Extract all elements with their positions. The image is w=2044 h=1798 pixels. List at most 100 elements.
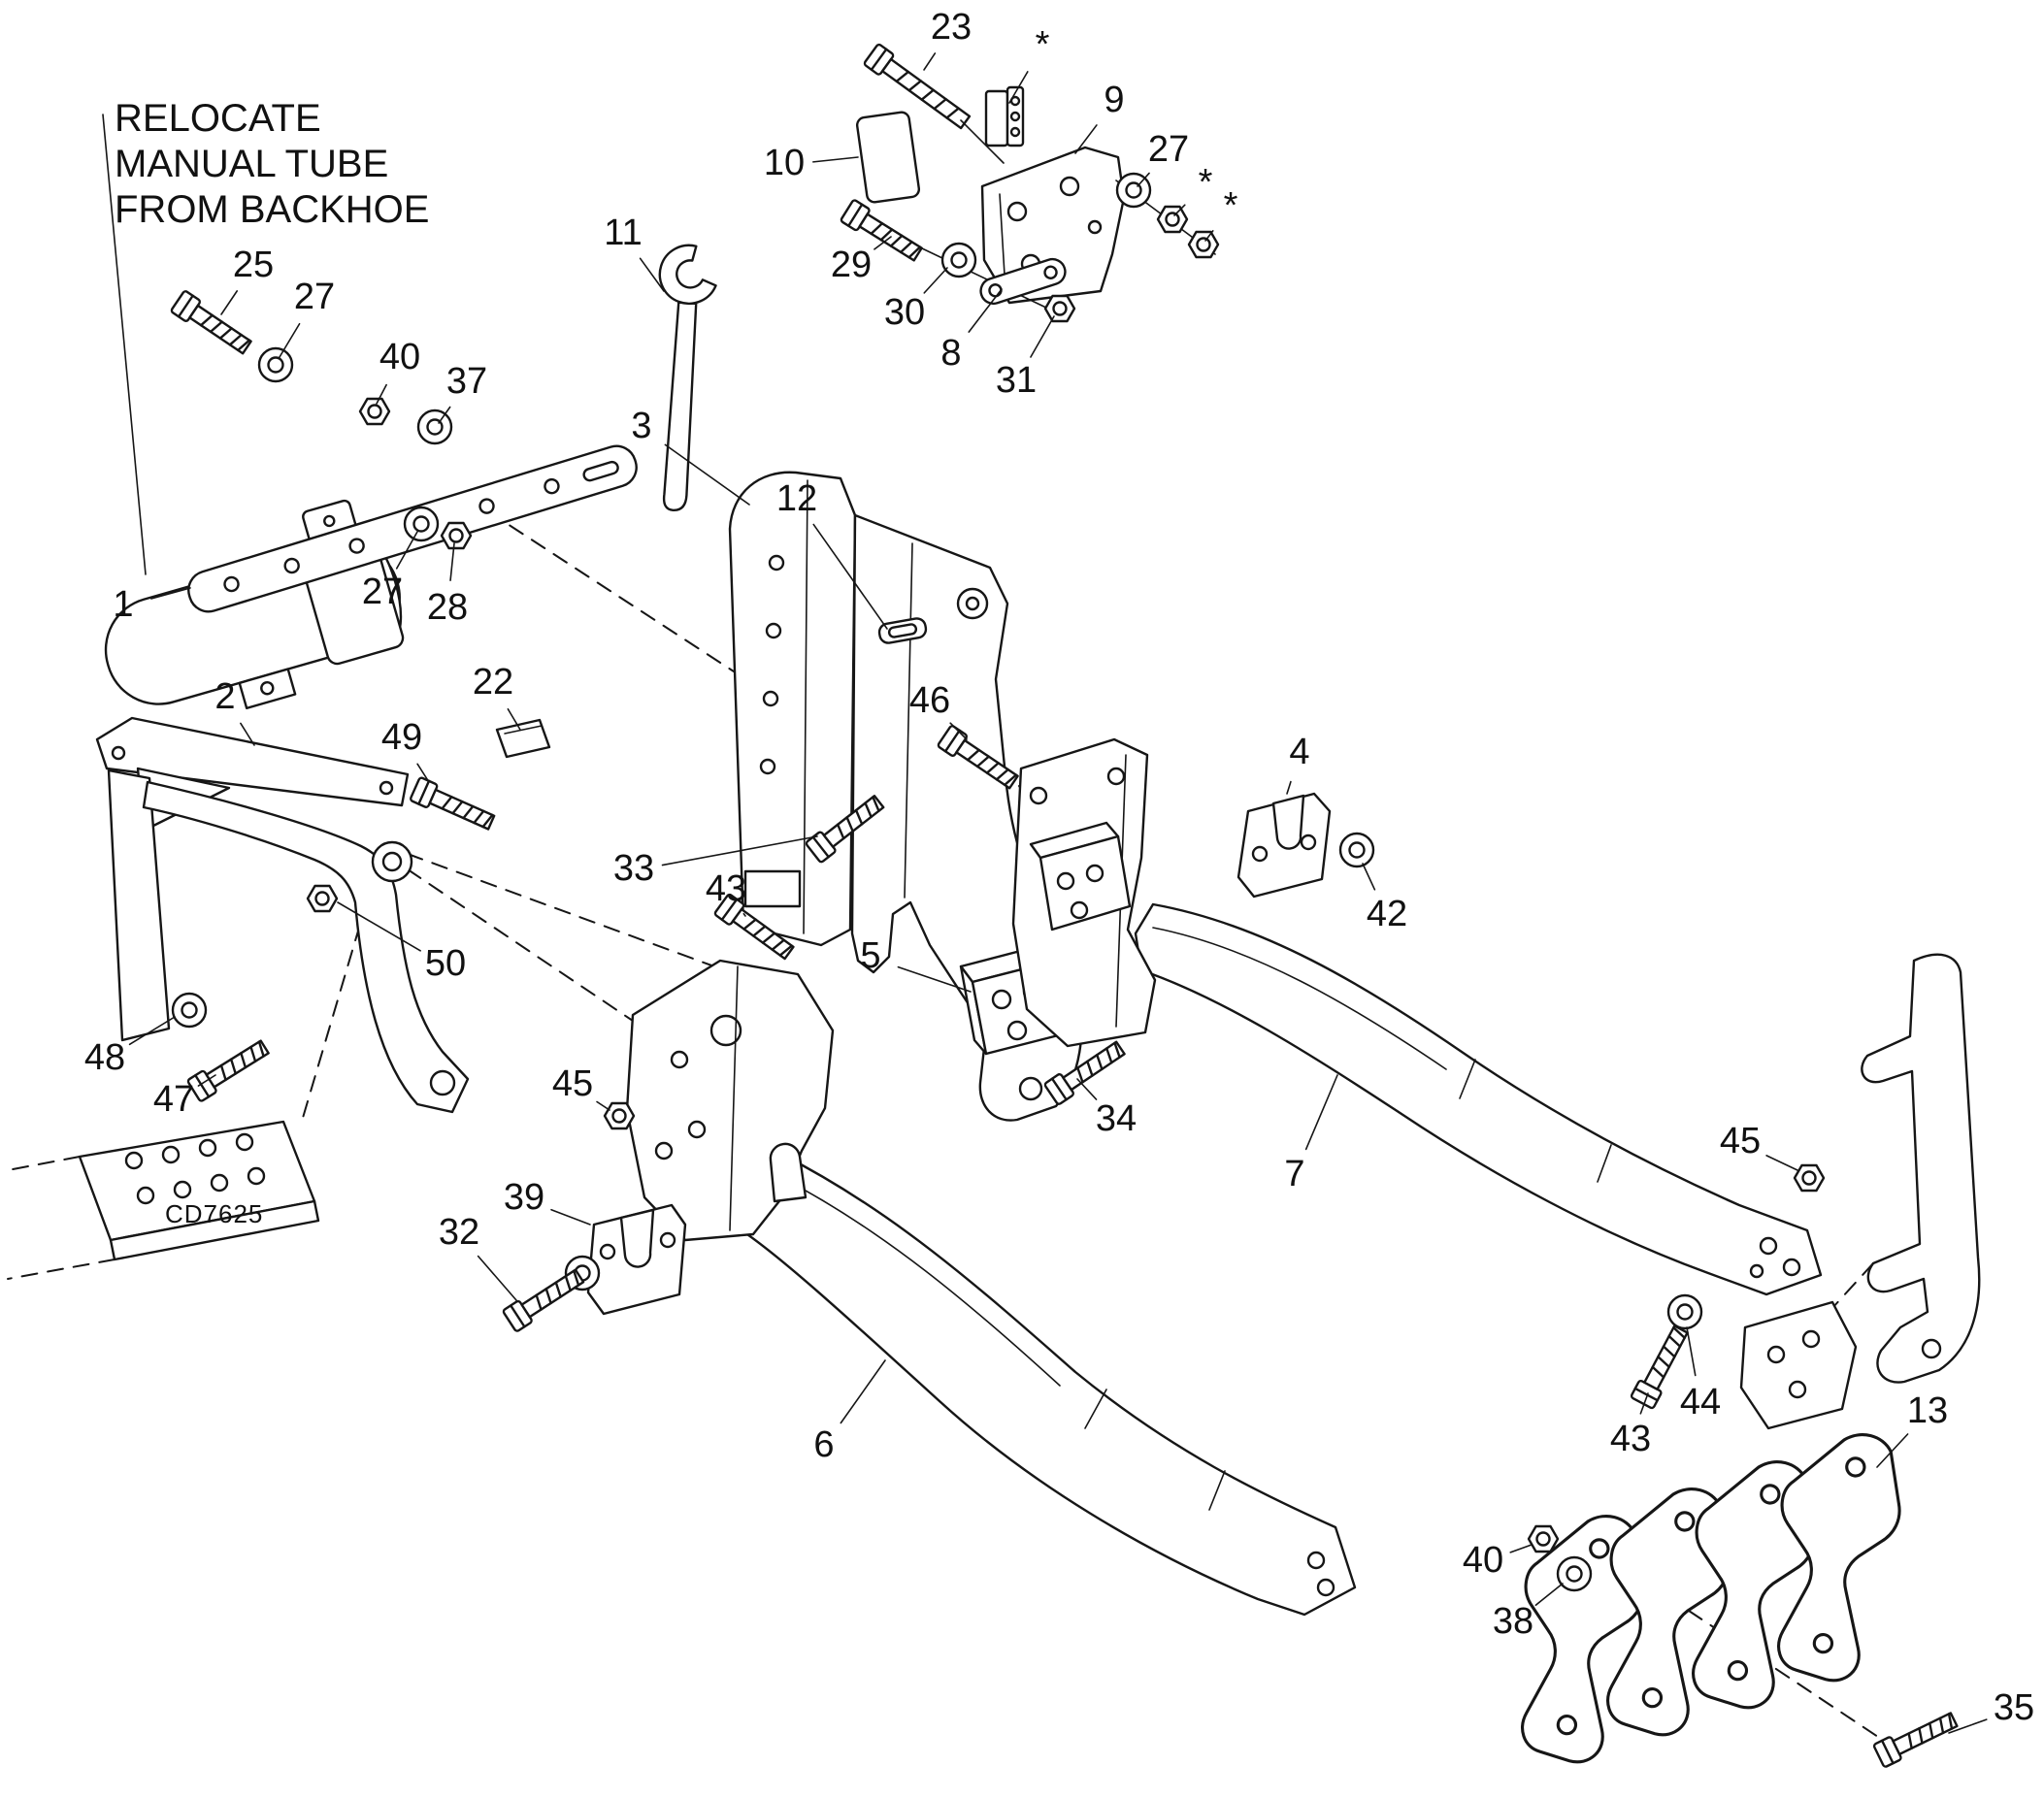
nut-50	[306, 884, 339, 913]
callout-6: 6	[813, 1424, 834, 1465]
washer-27-strap	[403, 506, 440, 542]
wrench-11	[658, 244, 717, 511]
leader-7	[1304, 1074, 1338, 1151]
leader-47	[197, 1074, 216, 1087]
callout-12: 12	[776, 478, 817, 519]
leader-44	[1686, 1326, 1697, 1377]
bracket-4	[1236, 792, 1332, 899]
note-line-2: MANUAL TUBE	[115, 143, 388, 185]
bracket-39	[586, 1203, 687, 1316]
leader-29	[874, 236, 892, 250]
leader-25	[220, 290, 239, 315]
leader-star-b	[1173, 204, 1186, 216]
hook-bracket	[1861, 953, 1981, 1384]
leader-23	[923, 52, 937, 71]
nut-28	[440, 521, 473, 550]
leader-11	[639, 257, 665, 292]
bracket-9	[980, 146, 1126, 305]
leader-45a	[596, 1100, 610, 1111]
callout-31: 31	[996, 360, 1037, 401]
washer-44	[1666, 1293, 1703, 1330]
leader-49	[416, 763, 430, 783]
washer-42	[1338, 832, 1375, 868]
leader-5	[897, 965, 972, 993]
center-plate	[625, 959, 835, 1242]
callout-35: 35	[1994, 1687, 2034, 1728]
note-line-3: FROM BACKHOE	[115, 188, 429, 231]
callout-8: 8	[940, 333, 961, 374]
leader-48	[128, 1016, 176, 1046]
leader-13	[1876, 1433, 1909, 1468]
callout-5: 5	[860, 935, 880, 976]
callout-30: 30	[884, 292, 925, 333]
leader-33	[661, 835, 818, 866]
leader-27c	[395, 531, 418, 570]
leader-50	[337, 901, 421, 952]
callout-27c: 27	[362, 572, 403, 612]
nut-40-tube	[358, 397, 391, 426]
leader-star-c	[1204, 230, 1214, 242]
leader-27b	[279, 322, 301, 358]
leader-30	[923, 267, 948, 294]
callout-22: 22	[473, 662, 513, 703]
tube-bottom-tab	[238, 668, 297, 710]
bolt-47	[185, 1034, 273, 1103]
washer-48	[171, 992, 208, 1029]
callout-9: 9	[1104, 80, 1124, 120]
block-7	[1029, 821, 1132, 932]
callout-2: 2	[214, 676, 235, 717]
washer-27-tube	[257, 346, 294, 383]
bolt-25	[169, 288, 255, 360]
leader-3	[664, 443, 750, 506]
leader-4	[1286, 780, 1292, 795]
leader-27a	[1137, 172, 1150, 187]
leader-46	[949, 722, 968, 740]
callout-28: 28	[427, 587, 468, 628]
leader-45b	[1765, 1155, 1798, 1171]
callout-34: 34	[1096, 1098, 1137, 1139]
rail-6	[740, 1153, 1357, 1617]
bracket-2	[95, 716, 470, 1114]
callout-7: 7	[1284, 1154, 1304, 1194]
callout-27a: 27	[1148, 129, 1189, 170]
leader-1	[150, 587, 191, 600]
callout-43a: 43	[706, 868, 746, 909]
callout-star-c: *	[1224, 185, 1238, 226]
leader-38	[1534, 1583, 1564, 1607]
clip-22	[495, 718, 551, 759]
callout-44: 44	[1680, 1382, 1721, 1422]
leader-34	[1076, 1078, 1098, 1100]
plate-10	[855, 111, 921, 204]
callout-27b: 27	[294, 277, 335, 317]
rail-7	[1134, 902, 1823, 1296]
end-tab-bracket	[1739, 1300, 1858, 1430]
callout-38: 38	[1493, 1601, 1533, 1642]
nut-star-2	[1187, 230, 1220, 259]
callout-45b: 45	[1720, 1121, 1761, 1161]
callout-42: 42	[1367, 894, 1407, 934]
callout-star-b: *	[1199, 162, 1213, 203]
callout-3: 3	[631, 406, 651, 446]
leader-8	[968, 288, 1003, 333]
callout-29: 29	[831, 245, 872, 285]
leader-37	[438, 406, 451, 424]
bolt-35	[1871, 1707, 1962, 1769]
leader-43b	[1639, 1392, 1649, 1415]
callout-4: 4	[1289, 732, 1309, 772]
callout-46: 46	[909, 680, 950, 721]
hinge-star-part	[984, 85, 1025, 147]
nut-40-bottom	[1527, 1524, 1560, 1553]
callout-10: 10	[764, 143, 805, 183]
leader-28	[449, 542, 455, 581]
leader-40b	[1509, 1544, 1533, 1553]
step-plate	[78, 1120, 320, 1261]
callout-39: 39	[504, 1177, 544, 1218]
nut-31	[1043, 294, 1076, 323]
leader-35	[1948, 1718, 1988, 1734]
callout-37: 37	[446, 361, 487, 402]
callout-1: 1	[113, 584, 133, 625]
leader-39	[550, 1208, 591, 1226]
callout-43b: 43	[1610, 1419, 1651, 1459]
